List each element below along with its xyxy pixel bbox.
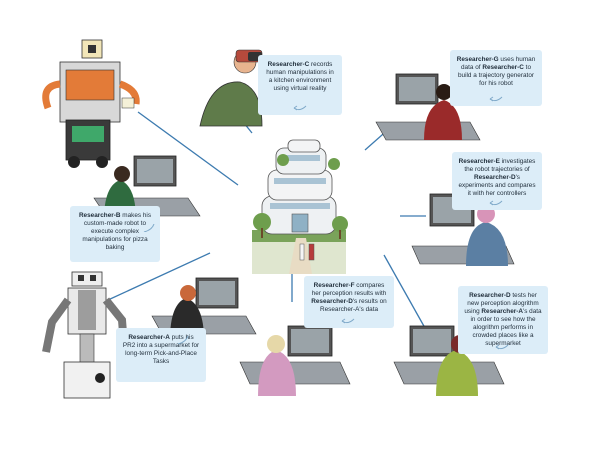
caption-researcher-a: Researcher-A puts his PR2 into a superma… (116, 328, 206, 382)
boxy-robot-illustration (42, 39, 140, 168)
caption-researcher-b: Researcher-B makes his custom-made robot… (70, 206, 160, 262)
caption-researcher-g: Researcher-G uses human data of Research… (450, 50, 542, 106)
caption-researcher-d: Researcher-D tests her new perception al… (458, 286, 548, 354)
curved-arrow-icon (489, 96, 503, 102)
curved-arrow-icon (489, 200, 503, 206)
workstation-f (239, 325, 351, 396)
caption-researcher-c: Researcher-C records human manipulations… (258, 55, 342, 115)
caption-researcher-e: Researcher-E investigates the robot traj… (452, 152, 542, 210)
curved-arrow-icon (341, 318, 355, 324)
connector-d (383, 254, 426, 329)
connector-a (107, 252, 211, 301)
curved-arrow-icon (495, 344, 509, 350)
curved-arrow-icon (143, 224, 155, 232)
workstation-g (375, 73, 481, 141)
pr2-robot-illustration (42, 271, 128, 399)
curved-arrow-icon (293, 105, 307, 111)
central-building-illustration (252, 139, 348, 274)
connector-b (137, 111, 239, 186)
curved-arrow-icon (177, 336, 189, 344)
caption-researcher-f: Researcher-F compares her perception res… (304, 276, 394, 328)
